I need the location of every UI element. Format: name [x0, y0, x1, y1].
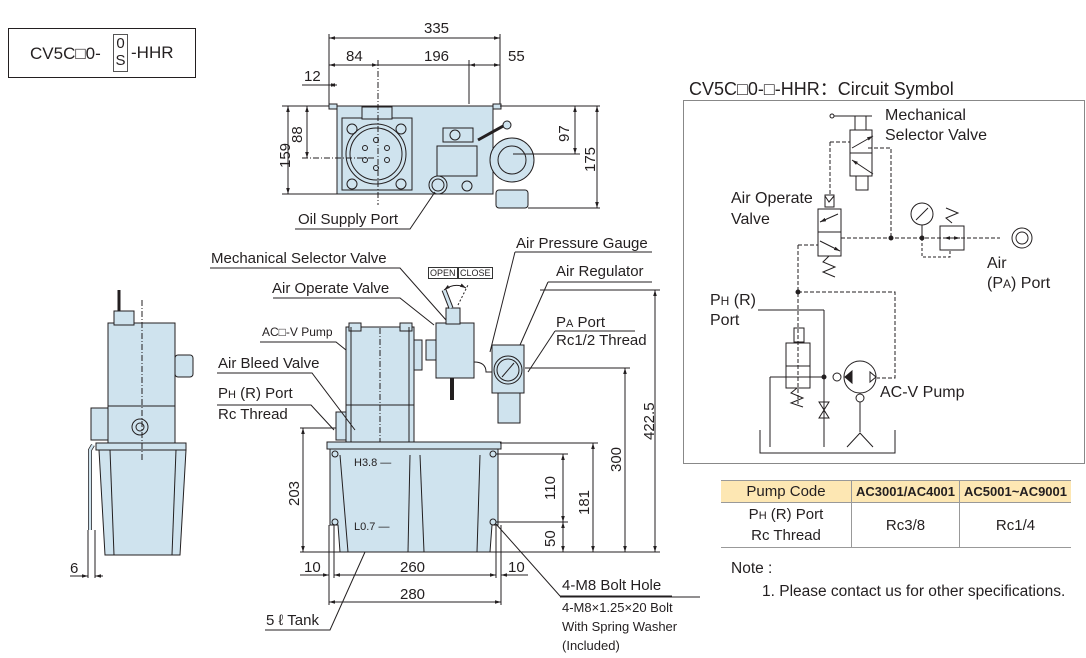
top-view [282, 34, 600, 230]
label-close: CLOSE [458, 267, 493, 279]
label-ph-thread: Rc Thread [218, 406, 288, 423]
circuit-label-ph-1: PH (R) [710, 292, 756, 309]
note-item: 1. Please contact us for other specifica… [762, 583, 1066, 600]
dim-tank-width: 280 [400, 586, 426, 603]
circuit-label-mech-1: Mechanical [885, 107, 966, 124]
dim-tank-height: 203 [286, 480, 303, 506]
model-option-top: 0 [116, 35, 125, 52]
dim-right-margin: 10 [508, 559, 525, 576]
dim-right-offset: 55 [508, 48, 525, 65]
circuit-label-air-1: Air [987, 255, 1007, 272]
label-open: OPEN [428, 267, 458, 279]
model-code-box [8, 28, 196, 78]
label-pa-thread: Rc1/2 Thread [556, 332, 647, 349]
model-suffix: -HHR [131, 43, 174, 62]
circuit-frame [683, 100, 1085, 464]
label-pa-port: PA Port [556, 314, 606, 331]
model-prefix: CV5C□0- [30, 44, 101, 63]
label-air-bleed-valve: Air Bleed Valve [218, 355, 320, 372]
label-bolt-hole: 4-M8 Bolt Hole [562, 577, 662, 594]
label-air-operate-valve: Air Operate Valve [272, 280, 390, 297]
header-pump-code: Pump Code [721, 480, 852, 503]
top-gauge [495, 189, 529, 209]
dim-overall-depth: 159 [277, 142, 294, 168]
circuit-label-airop-1: Air Operate [731, 190, 813, 207]
label-air-pressure-gauge: Air Pressure Gauge [516, 235, 648, 252]
circuit-label-air-2: (PA) Port [987, 275, 1051, 292]
dim-center-span: 196 [424, 48, 450, 65]
label-bolt-spec: 4-M8×1.25×20 Bolt [562, 600, 673, 615]
side-view [70, 290, 194, 578]
cell-ac5001-thread: Rc1/4 [959, 502, 1071, 548]
dim-flange: 12 [304, 68, 321, 85]
note-title: Note : [731, 560, 773, 577]
label-tank: 5 ℓ Tank [266, 612, 319, 629]
dim-left-offset: 84 [346, 48, 363, 65]
dim-height-total: 422.5 [641, 402, 658, 440]
table-header-row: Pump Code AC3001/AC4001 AC5001~AC9001 [721, 480, 1071, 503]
header-ac3001: AC3001/AC4001 [850, 480, 960, 503]
model-code: CV5C□0- [30, 44, 101, 64]
dim-left-margin: 10 [304, 559, 321, 576]
circuit-symbol [758, 113, 1033, 454]
label-mechanical-selector-valve: Mechanical Selector Valve [211, 250, 387, 267]
label-bolt-washer: With Spring Washer [562, 619, 678, 634]
front-air-operate-valve [435, 322, 475, 379]
dim-bolt-lower: 50 [542, 530, 559, 547]
header-ac5001: AC5001~AC9001 [959, 480, 1071, 503]
label-pump: AC□-V Pump [262, 325, 333, 339]
dim-height-port: 300 [608, 446, 625, 472]
model-option-bottom: S [115, 52, 126, 69]
model-option-box: 0 S [113, 34, 128, 72]
label-oil-supply-port: Oil Supply Port [298, 211, 399, 228]
dim-height-bolt: 181 [576, 489, 593, 515]
circuit-label-pump: AC-V Pump [880, 384, 965, 401]
label-ph-port: PH (R) Port [218, 385, 293, 402]
dim-right-height: 97 [556, 125, 573, 142]
circuit-label-mech-2: Selector Valve [885, 127, 987, 144]
front-view [210, 251, 700, 631]
label-l-level: L0.7 — [354, 521, 390, 533]
dim-left-height: 88 [289, 126, 306, 143]
top-air-valve [436, 145, 478, 177]
label-bolt-included: (Included) [562, 638, 620, 653]
dim-total-depth: 175 [582, 146, 599, 172]
top-air-regulator [489, 137, 535, 183]
dim-bolt-upper: 110 [542, 476, 559, 500]
dim-bracket: 6 [70, 560, 79, 577]
dim-bolt-span: 260 [400, 559, 426, 576]
label-h-level: H3.8 — [354, 457, 392, 469]
top-pump-motor [345, 123, 407, 185]
pump-code-table: Pump Code AC3001/AC4001 AC5001~AC9001 PH… [721, 480, 1071, 548]
label-air-regulator: Air Regulator [556, 263, 644, 280]
circuit-title: CV5C□0-□-HHR：Circuit Symbol [689, 79, 954, 99]
circuit-label-ph-2: Port [710, 312, 740, 329]
cell-ac3001-thread: Rc3/8 [850, 502, 960, 548]
dim-overall-width: 335 [424, 20, 450, 37]
circuit-label-airop-2: Valve [731, 211, 770, 228]
